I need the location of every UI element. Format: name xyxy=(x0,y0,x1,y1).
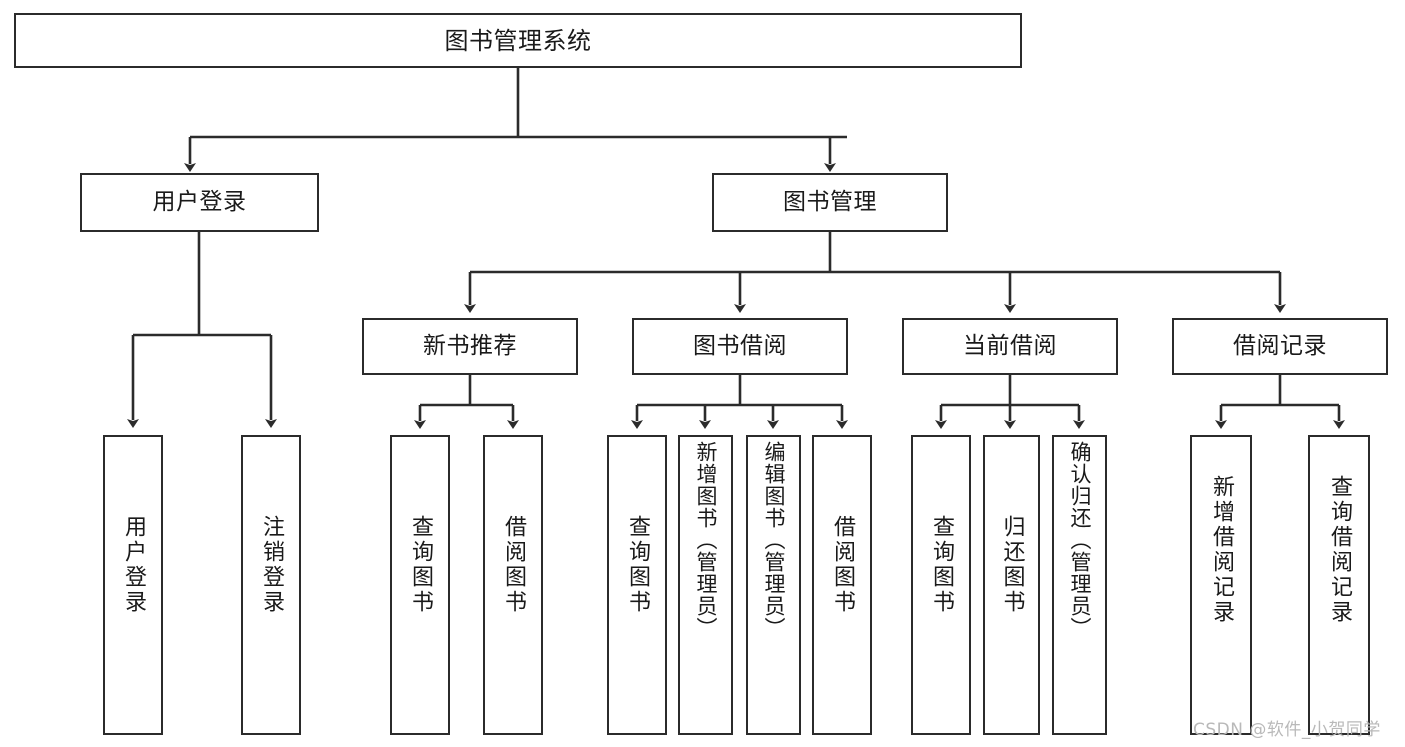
node-record-add-label: 新增借阅记录 xyxy=(1209,475,1234,625)
node-new-book-recommend[interactable]: 新书推荐 xyxy=(362,318,578,375)
node-borrow-borrow-book[interactable]: 借阅图书 xyxy=(812,435,872,735)
node-borrow-record-label: 借阅记录 xyxy=(1233,333,1327,359)
csdn-watermark: CSDN @软件_小贺同学 xyxy=(1193,720,1381,740)
node-user-login-login-label: 用户登录 xyxy=(121,515,146,615)
node-borrow-borrow-book-label: 借阅图书 xyxy=(830,515,855,615)
node-recommend-query-book-label: 查询图书 xyxy=(408,515,433,615)
node-current-query-book-label: 查询图书 xyxy=(929,515,954,615)
node-borrow-query-book-label: 查询图书 xyxy=(625,515,650,615)
node-current-borrow[interactable]: 当前借阅 xyxy=(902,318,1118,375)
node-book-management[interactable]: 图书管理 xyxy=(712,173,948,232)
node-borrow-add-book[interactable]: 新增图书（管理员） xyxy=(678,435,733,735)
node-record-query-label: 查询借阅记录 xyxy=(1327,475,1352,625)
node-current-return-book[interactable]: 归还图书 xyxy=(983,435,1040,735)
node-user-login-login[interactable]: 用户登录 xyxy=(103,435,163,735)
node-borrow-edit-book-label: 编辑图书（管理员） xyxy=(762,441,786,639)
node-record-add[interactable]: 新增借阅记录 xyxy=(1190,435,1252,735)
node-borrow-record[interactable]: 借阅记录 xyxy=(1172,318,1388,375)
node-record-query[interactable]: 查询借阅记录 xyxy=(1308,435,1370,735)
node-recommend-borrow-book[interactable]: 借阅图书 xyxy=(483,435,543,735)
node-recommend-query-book[interactable]: 查询图书 xyxy=(390,435,450,735)
node-root[interactable]: 图书管理系统 xyxy=(14,13,1022,68)
node-new-book-recommend-label: 新书推荐 xyxy=(423,333,517,359)
node-book-borrow[interactable]: 图书借阅 xyxy=(632,318,848,375)
node-user-login-logout[interactable]: 注销登录 xyxy=(241,435,301,735)
node-user-login[interactable]: 用户登录 xyxy=(80,173,319,232)
node-current-return-book-label: 归还图书 xyxy=(999,515,1025,615)
node-book-borrow-label: 图书借阅 xyxy=(693,333,787,359)
node-current-query-book[interactable]: 查询图书 xyxy=(911,435,971,735)
node-book-management-label: 图书管理 xyxy=(783,189,877,215)
node-borrow-query-book[interactable]: 查询图书 xyxy=(607,435,667,735)
node-borrow-add-book-label: 新增图书（管理员） xyxy=(694,441,718,639)
node-user-login-label: 用户登录 xyxy=(152,189,247,215)
node-current-borrow-label: 当前借阅 xyxy=(963,333,1057,359)
node-current-confirm-return[interactable]: 确认归还（管理员） xyxy=(1052,435,1107,735)
node-borrow-edit-book[interactable]: 编辑图书（管理员） xyxy=(746,435,801,735)
node-current-confirm-return-label: 确认归还（管理员） xyxy=(1068,441,1092,639)
node-recommend-borrow-book-label: 借阅图书 xyxy=(501,515,526,615)
node-user-login-logout-label: 注销登录 xyxy=(259,515,284,615)
node-root-label: 图书管理系统 xyxy=(444,26,592,55)
